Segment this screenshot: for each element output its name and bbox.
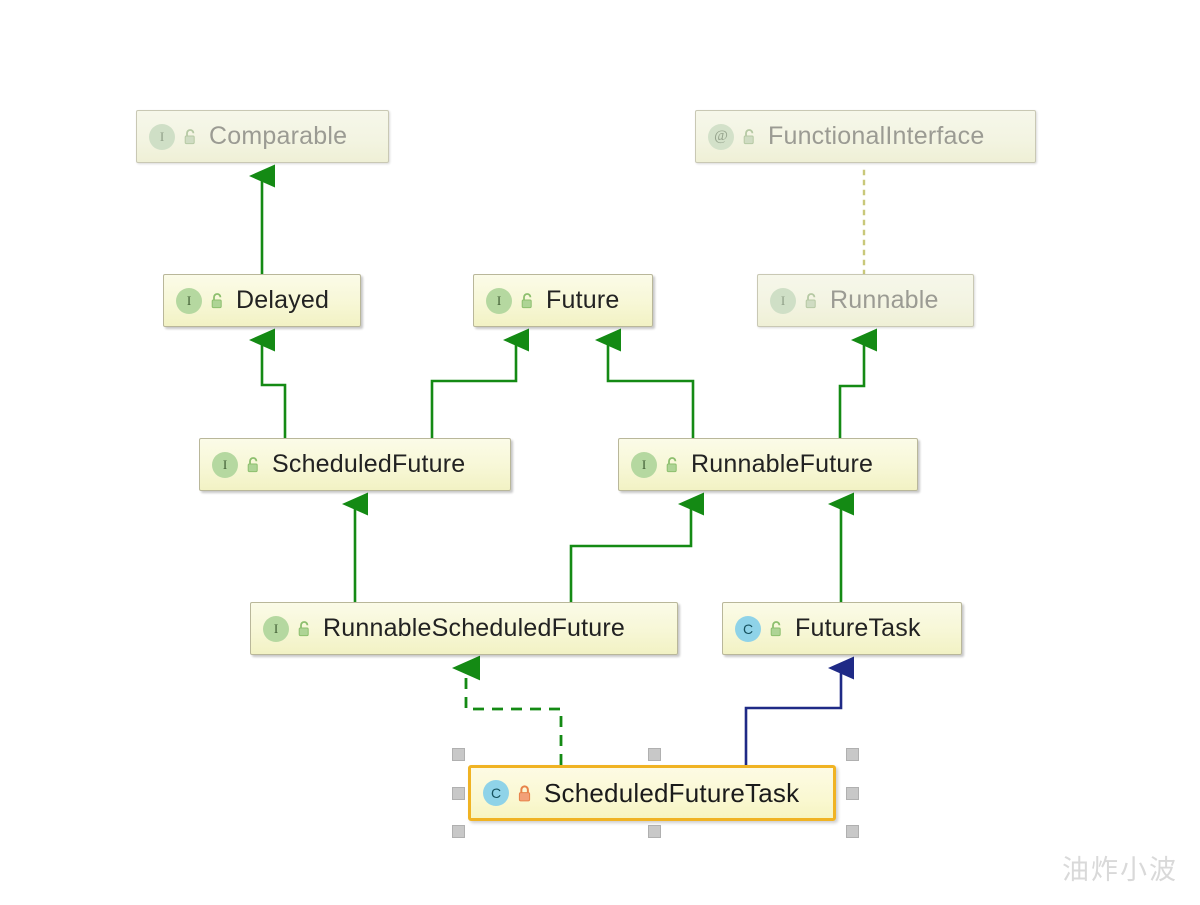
unlocked-padlock-icon bbox=[211, 292, 222, 308]
class-badge-icon: C bbox=[735, 615, 761, 642]
selection-handle-bottom-left[interactable] bbox=[452, 825, 465, 838]
edge-runnablefuture-to-runnable bbox=[838, 328, 877, 438]
annotation-badge-icon: @ bbox=[708, 123, 734, 150]
edge-scheduledfuturetask-to-futuretask bbox=[744, 656, 854, 765]
node-runnable-future[interactable]: I RunnableFuture bbox=[618, 438, 918, 491]
node-delayed[interactable]: I Delayed bbox=[163, 274, 361, 327]
node-label: Runnable bbox=[830, 286, 939, 314]
edge-runnablefuture-to-future bbox=[595, 328, 695, 438]
unlocked-padlock-icon bbox=[805, 292, 816, 308]
unlocked-padlock-icon bbox=[521, 292, 532, 308]
selection-handle-bottom-right[interactable] bbox=[846, 825, 859, 838]
interface-badge-icon: I bbox=[770, 287, 796, 314]
selection-handle-top-center[interactable] bbox=[648, 748, 661, 761]
interface-badge-icon: I bbox=[149, 123, 175, 150]
interface-badge-icon: I bbox=[486, 287, 512, 314]
interface-badge-icon: I bbox=[263, 615, 289, 642]
node-label: Future bbox=[546, 286, 620, 314]
node-functional-interface[interactable]: @ FunctionalInterface bbox=[695, 110, 1036, 163]
edge-scheduledfuturetask-to-runnablescheduledfuture bbox=[452, 655, 563, 765]
unlocked-padlock-icon bbox=[184, 128, 195, 144]
node-label: ScheduledFutureTask bbox=[544, 777, 800, 808]
node-label: RunnableFuture bbox=[691, 450, 874, 478]
node-label: FutureTask bbox=[795, 614, 921, 642]
selection-handle-top-left[interactable] bbox=[452, 748, 465, 761]
selection-handle-middle-left[interactable] bbox=[452, 787, 465, 800]
locked-padlock-icon bbox=[518, 785, 531, 801]
node-label: FunctionalInterface bbox=[768, 122, 985, 150]
node-comparable[interactable]: I Comparable bbox=[136, 110, 389, 163]
node-label: Comparable bbox=[209, 122, 348, 150]
node-runnable-scheduled-future[interactable]: I RunnableScheduledFuture bbox=[250, 602, 678, 655]
node-scheduled-future[interactable]: I ScheduledFuture bbox=[199, 438, 511, 491]
edge-runnablescheduledfuture-to-runnablefuture bbox=[569, 492, 704, 602]
unlocked-padlock-icon bbox=[298, 620, 309, 636]
interface-badge-icon: I bbox=[631, 451, 657, 478]
node-label: Delayed bbox=[236, 286, 330, 314]
node-label: RunnableScheduledFuture bbox=[323, 614, 626, 642]
watermark: 油炸小波 bbox=[1062, 855, 1178, 886]
node-future-task[interactable]: C FutureTask bbox=[722, 602, 962, 655]
selection-handle-top-right[interactable] bbox=[846, 748, 859, 761]
selection-handle-bottom-center[interactable] bbox=[648, 825, 661, 838]
selection-handle-middle-right[interactable] bbox=[846, 787, 859, 800]
node-runnable[interactable]: I Runnable bbox=[757, 274, 974, 327]
unlocked-padlock-icon bbox=[770, 620, 781, 636]
unlocked-padlock-icon bbox=[666, 456, 677, 472]
node-future[interactable]: I Future bbox=[473, 274, 653, 327]
interface-badge-icon: I bbox=[176, 287, 202, 314]
class-badge-icon: C bbox=[483, 780, 509, 806]
unlocked-padlock-icon bbox=[743, 128, 754, 144]
node-scheduled-future-task[interactable]: C ScheduledFutureTask bbox=[468, 765, 836, 821]
node-label: ScheduledFuture bbox=[272, 450, 466, 478]
unlocked-padlock-icon bbox=[247, 456, 258, 472]
edge-scheduledfuture-to-delayed bbox=[249, 328, 287, 438]
interface-badge-icon: I bbox=[212, 451, 238, 478]
edge-scheduledfuture-to-future bbox=[430, 328, 529, 438]
